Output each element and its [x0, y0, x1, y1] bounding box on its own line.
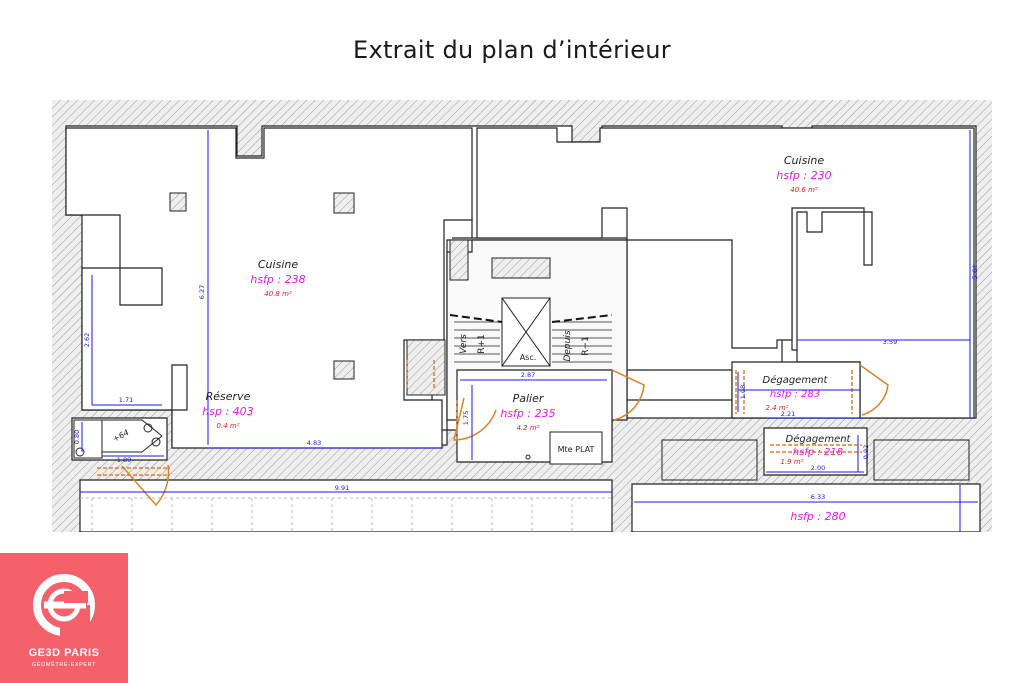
cuisine-right-name: Cuisine: [784, 154, 824, 167]
bottom-right-hsfp: hsfp : 280: [790, 510, 845, 523]
dim-1-75: 1.75: [462, 411, 470, 425]
reserve-name: Réserve: [206, 390, 251, 403]
door-openings: [97, 360, 862, 476]
reserve-hsfp: hsp : 403: [202, 405, 253, 418]
dim-0-80: 0.80: [73, 430, 81, 444]
floor-plan: Cuisine hsfp : 238 40.8 m² Cuisine hsfp …: [52, 100, 992, 532]
dim-6-33: 6.33: [811, 493, 825, 501]
brand-logo: GE3D PARIS GÉOMÈTRE-EXPERT: [0, 553, 128, 683]
logo-subtitle: GÉOMÈTRE-EXPERT: [31, 662, 97, 668]
dim-2-87: 2.87: [521, 371, 535, 379]
reserve-area: 0.4 m²: [217, 422, 240, 430]
dim-2-21: 2.21: [781, 410, 795, 418]
stairs: [449, 297, 613, 465]
dim-6-27: 6.27: [198, 285, 206, 299]
vers-label: Vers: [459, 334, 469, 354]
palier-hsfp: hsfp : 235: [500, 407, 555, 420]
degagement-2-hsfp: hsfp : 218: [793, 447, 843, 458]
asc-label: Asc.: [520, 353, 537, 362]
dim-1-08: 1.08: [739, 385, 747, 399]
room-bottom-left: [79, 479, 613, 532]
cuisine-left-area: 40.8 m²: [264, 290, 292, 298]
ge3d-logo-icon: [33, 574, 95, 639]
room-cuisine-right: [476, 127, 975, 419]
degagement-1-name: Dégagement: [763, 374, 829, 386]
dim-4-83: 4.83: [307, 439, 321, 447]
depuis-label: Depuis: [563, 330, 573, 361]
dim-0-92: 0.92: [862, 445, 870, 459]
dim-5-64: 5.64: [971, 265, 979, 279]
mte-plat-box: [549, 431, 603, 465]
mte-plat-label: Mte PLAT: [558, 445, 595, 454]
dim-1-71: 1.71: [119, 396, 133, 404]
dim-1-89: 1.89: [117, 456, 131, 464]
degagement-2-area: 1.9 m²: [781, 458, 804, 466]
dim-3-59: 3.59: [883, 338, 897, 346]
degagement-1-area: 2.4 m²: [766, 404, 789, 412]
r-minus-1-label: R−1: [581, 336, 591, 356]
doors: [121, 364, 889, 507]
room-bottom-right: [631, 483, 981, 532]
reserve-stair: [73, 419, 163, 459]
palier-name: Palier: [513, 392, 545, 405]
pillars: [169, 192, 970, 481]
cuisine-right-hsfp: hsfp : 230: [776, 169, 831, 182]
dim-2-00: 2.00: [811, 464, 825, 472]
bottom-partitions: [80, 497, 612, 532]
cuisine-right-area: 40.6 m²: [790, 186, 818, 194]
logo-name: GE3D PARIS: [28, 647, 100, 659]
degagement-2-name: Dégagement: [786, 433, 852, 445]
palier-area: 4.2 m²: [517, 424, 540, 432]
cuisine-left-name: Cuisine: [258, 258, 298, 271]
degagement-1-hsfp: hsfp : 283: [770, 389, 820, 400]
dimension-lines: [80, 130, 978, 532]
dim-2-62: 2.62: [83, 333, 91, 347]
dim-9-91: 9.91: [335, 484, 349, 492]
page-title: Extrait du plan d’intérieur: [353, 36, 671, 64]
r-plus-1-label: R+1: [477, 334, 487, 354]
cuisine-left-hsfp: hsfp : 238: [250, 273, 305, 286]
